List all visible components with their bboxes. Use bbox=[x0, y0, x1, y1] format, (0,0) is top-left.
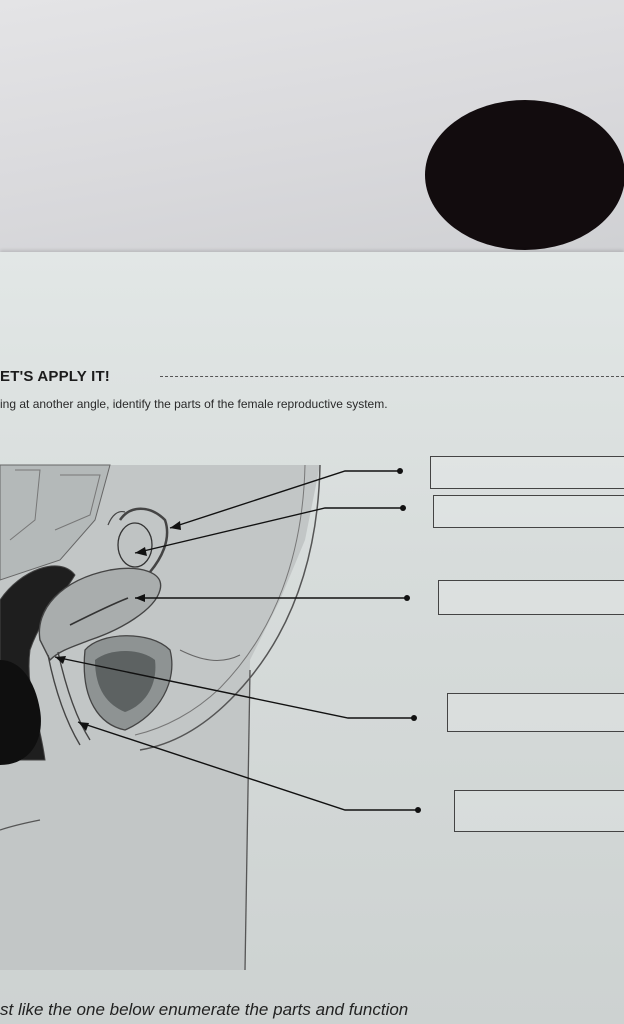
footer-text: st like the one below enumerate the part… bbox=[0, 1000, 409, 1019]
answer-box-3[interactable] bbox=[438, 580, 624, 615]
heading-dashed-rule bbox=[160, 376, 624, 377]
section-heading: ET'S APPLY IT! bbox=[0, 368, 111, 385]
answer-box-5[interactable] bbox=[454, 790, 624, 832]
dark-object bbox=[425, 100, 624, 250]
answer-box-1[interactable] bbox=[430, 456, 624, 489]
instruction-text: ing at another angle, identify the parts… bbox=[0, 397, 388, 411]
answer-box-4[interactable] bbox=[447, 693, 624, 732]
answer-box-2[interactable] bbox=[433, 495, 624, 528]
